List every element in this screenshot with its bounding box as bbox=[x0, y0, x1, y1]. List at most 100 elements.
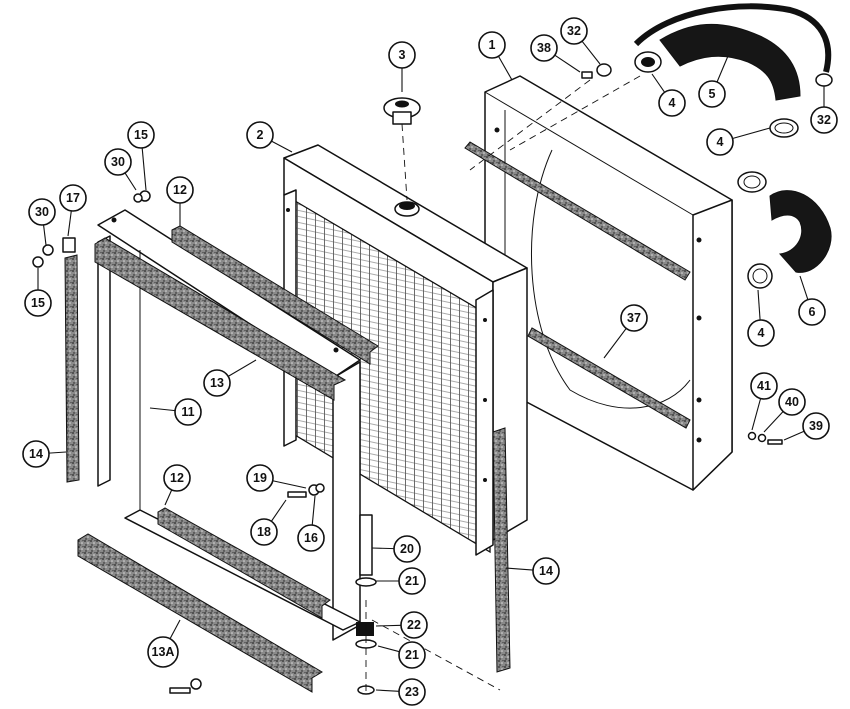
callout-label: 12 bbox=[173, 183, 187, 197]
leader-c39 bbox=[783, 430, 805, 441]
callout-c11: 11 bbox=[174, 398, 202, 426]
callout-circle bbox=[706, 128, 734, 156]
callout-c2: 2 bbox=[246, 121, 274, 149]
callout-circle bbox=[398, 641, 426, 669]
callout-circle bbox=[246, 464, 274, 492]
callout-c21b: 21 bbox=[398, 641, 426, 669]
foam-strip-13 bbox=[94, 237, 347, 401]
callout-label: 41 bbox=[757, 379, 771, 393]
callout-c19: 19 bbox=[246, 464, 274, 492]
callout-layer: 123444561112121313A141415151617181920212… bbox=[22, 17, 838, 706]
callout-label: 5 bbox=[709, 87, 716, 101]
callout-circle bbox=[400, 611, 428, 639]
leader-c23 bbox=[375, 689, 400, 692]
callout-label: 15 bbox=[31, 296, 45, 310]
callout-label: 30 bbox=[111, 155, 125, 169]
callout-label: 19 bbox=[253, 471, 267, 485]
hose-clamp-low bbox=[747, 263, 773, 289]
callout-circle bbox=[747, 319, 775, 347]
callout-c3: 3 bbox=[388, 41, 416, 69]
leader-c13a bbox=[169, 619, 181, 640]
callout-label: 21 bbox=[405, 574, 419, 588]
callout-c39: 39 bbox=[802, 412, 830, 440]
overflow-hose bbox=[633, 3, 832, 73]
callout-label: 14 bbox=[29, 447, 43, 461]
callout-c5: 5 bbox=[698, 80, 726, 108]
callout-c37: 37 bbox=[620, 304, 648, 332]
callout-circle bbox=[24, 289, 52, 317]
callout-c32a: 32 bbox=[560, 17, 588, 45]
callout-circle bbox=[59, 184, 87, 212]
callout-circle bbox=[22, 440, 50, 468]
callout-c30a: 30 bbox=[104, 148, 132, 176]
radiator-cap bbox=[383, 97, 421, 125]
callout-label: 3 bbox=[399, 48, 406, 62]
callout-c17: 17 bbox=[59, 184, 87, 212]
callout-circle bbox=[147, 636, 179, 668]
leader-c41 bbox=[751, 398, 762, 431]
callout-circle bbox=[532, 557, 560, 585]
callout-c21a: 21 bbox=[398, 567, 426, 595]
callout-label: 32 bbox=[817, 113, 831, 127]
leader-c12b bbox=[164, 489, 173, 506]
callout-c13a: 13A bbox=[147, 636, 179, 668]
callout-c40: 40 bbox=[778, 388, 806, 416]
foam-strip-37-upper bbox=[464, 141, 691, 281]
callout-c18: 18 bbox=[250, 518, 278, 546]
callout-c16: 16 bbox=[297, 524, 325, 552]
callout-c22: 22 bbox=[400, 611, 428, 639]
callout-c23: 23 bbox=[398, 678, 426, 706]
leader-c11 bbox=[149, 407, 176, 412]
callout-circle bbox=[250, 518, 278, 546]
leader-c13 bbox=[227, 359, 257, 377]
callout-label: 4 bbox=[758, 326, 765, 340]
hose-clamp-top bbox=[634, 51, 662, 73]
callout-circle bbox=[203, 369, 231, 397]
callout-c4c: 4 bbox=[747, 319, 775, 347]
callout-circle bbox=[750, 372, 778, 400]
callout-c13: 13 bbox=[203, 369, 231, 397]
foam-strip-14-left bbox=[64, 254, 80, 483]
callout-label: 22 bbox=[407, 618, 421, 632]
callout-circle bbox=[530, 34, 558, 62]
callout-circle bbox=[398, 678, 426, 706]
callout-label: 4 bbox=[669, 96, 676, 110]
callout-circle bbox=[798, 298, 826, 326]
callout-label: 40 bbox=[785, 395, 799, 409]
upper-hose bbox=[659, 23, 801, 101]
callout-circle bbox=[246, 121, 274, 149]
callout-label: 21 bbox=[405, 648, 419, 662]
leader-c5 bbox=[716, 55, 729, 83]
callout-circle bbox=[297, 524, 325, 552]
callout-circle bbox=[778, 388, 806, 416]
callout-c15b: 15 bbox=[24, 289, 52, 317]
callout-c20: 20 bbox=[393, 535, 421, 563]
callout-label: 13A bbox=[152, 645, 175, 659]
radiator bbox=[283, 144, 528, 556]
callout-c4b: 4 bbox=[706, 128, 734, 156]
callout-c15a: 15 bbox=[127, 121, 155, 149]
leader-c14a bbox=[48, 451, 67, 454]
callout-label: 15 bbox=[134, 128, 148, 142]
callout-label: 39 bbox=[809, 419, 823, 433]
callout-c41: 41 bbox=[750, 372, 778, 400]
leader-c14b bbox=[505, 567, 534, 571]
hose-clamp-mid2 bbox=[737, 171, 767, 193]
leader-c4c bbox=[757, 289, 761, 321]
callout-label: 23 bbox=[405, 685, 419, 699]
callout-c14a: 14 bbox=[22, 440, 50, 468]
leader-c30b bbox=[43, 224, 47, 246]
leader-c20 bbox=[371, 547, 395, 550]
callout-label: 20 bbox=[400, 542, 414, 556]
callout-label: 6 bbox=[809, 305, 816, 319]
callout-circle bbox=[104, 148, 132, 176]
hose-clamp-mid bbox=[769, 118, 799, 138]
leader-c40 bbox=[763, 411, 784, 433]
callout-label: 13 bbox=[210, 376, 224, 390]
callout-circle bbox=[620, 304, 648, 332]
callout-leaders bbox=[37, 40, 825, 692]
callout-circle bbox=[174, 398, 202, 426]
callout-circle bbox=[478, 31, 506, 59]
callout-label: 14 bbox=[539, 564, 553, 578]
